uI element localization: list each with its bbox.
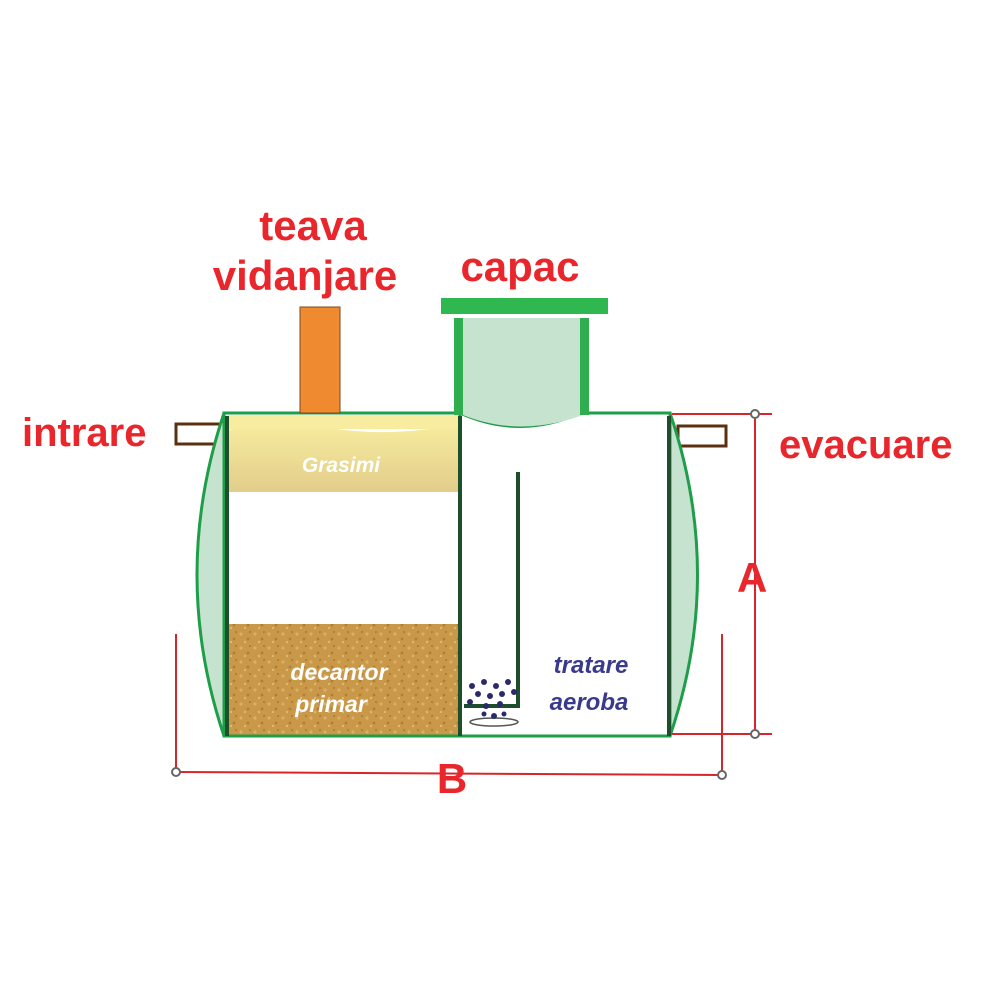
lid-plate: [441, 298, 608, 314]
dimension-b: [171, 634, 727, 780]
outlet-pipe: [676, 424, 728, 448]
label-aerobic-line2: aeroba: [550, 689, 629, 716]
label-inlet: intrare: [22, 411, 147, 455]
vent-pipe: [299, 306, 341, 414]
label-settler-line1: decantor: [290, 659, 388, 685]
partition-middle: [458, 416, 462, 736]
label-vent-pipe-line1: teava: [259, 202, 367, 249]
shaft-wall-left: [454, 318, 463, 415]
air-bubbles: [467, 679, 517, 719]
grease-top-fill: [228, 415, 460, 429]
label-grease: Grasimi: [302, 454, 381, 477]
partition-left: [225, 416, 229, 736]
aerator-diffuser: [469, 717, 519, 727]
label-settler-line2: primar: [294, 691, 368, 717]
label-vent-pipe-line2: vidanjare: [213, 252, 397, 299]
access-shaft: [458, 318, 588, 427]
shaft-wall-right: [580, 318, 589, 415]
tank-right-cap: [668, 412, 699, 737]
grease-layer: [228, 423, 460, 492]
label-dimension-b: B: [437, 755, 467, 802]
sludge-layer: [228, 624, 460, 736]
label-aerobic-line1: tratare: [554, 652, 629, 679]
dimension-a: [672, 409, 772, 739]
partition-right: [667, 416, 671, 736]
label-dimension-a: A: [737, 554, 767, 601]
tank-right-outline: [459, 411, 672, 738]
aerator-base: [464, 704, 520, 708]
tank-left-cap: [195, 412, 226, 737]
label-outlet: evacuare: [779, 423, 952, 467]
aerator-pipe: [516, 472, 520, 708]
label-lid: capac: [460, 243, 579, 290]
